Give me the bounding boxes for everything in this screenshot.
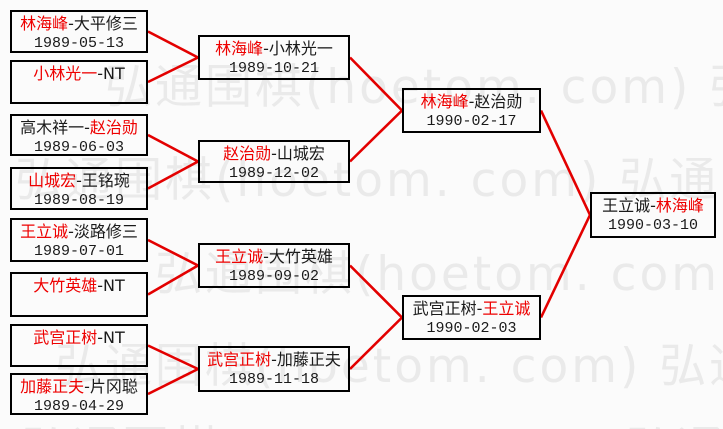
connector-line [349,316,403,370]
match-players: 武宫正树-加藤正夫 [200,350,348,370]
player-name: 武宫正树 [207,350,272,369]
player-name: -大竹英雄 [263,247,333,266]
match-players: 武宫正树-王立诚 [404,299,539,319]
player-name: 林海峰 [20,14,69,33]
connector-line [147,56,199,84]
match-date: 1989-10-21 [228,60,319,77]
connector-line [147,133,199,163]
player-name: -大平修三 [68,14,138,33]
match-date: 1989-04-29 [33,398,124,415]
connector-line [349,109,403,163]
match-box-r1-8: 加藤正夫-片冈聪 1989-04-29 [10,373,148,415]
player-name: 小林光一 [33,64,98,83]
connector-line [147,264,199,296]
match-box-sf-1: 林海峰-赵治勋 1990-02-17 [402,88,541,133]
match-box-sf-2: 武宫正树-王立诚 1990-02-03 [402,295,541,340]
match-players: 林海峰-大平修三 [12,14,146,34]
player-name: 林海峰 [420,92,469,111]
player-name: 大竹英雄 [33,276,98,295]
match-box-r1-4: 山城宏-王铭琬 1989-08-19 [10,167,148,210]
match-box-r2-2: 赵治勋-山城宏 1989-12-02 [198,140,350,183]
match-date: 1989-06-03 [33,139,124,156]
player-name: -淡路修三 [68,222,138,241]
match-box-r2-4: 武宫正树-加藤正夫 1989-11-18 [198,346,350,392]
match-date: 1989-08-19 [33,192,124,209]
player-name: -NT [97,64,125,83]
match-box-r1-6: 大竹英雄-NT [10,272,148,317]
player-name: 加藤正夫 [20,377,85,396]
match-players: 山城宏-王铭琬 [12,171,146,191]
connector-line [539,214,592,319]
watermark-text: 弘通围棋(hoetom. com) 弘通围棋(hoetom. com) [155,247,723,302]
match-players: 赵治勋-山城宏 [200,144,348,164]
match-date: 1989-05-13 [33,35,124,52]
connector-line [147,30,199,59]
match-date: 1989-12-02 [228,165,319,182]
match-box-r2-1: 林海峰-小林光一 1989-10-21 [198,35,350,80]
match-date: 1990-02-03 [426,320,517,337]
player-name: 山城宏 [28,171,77,190]
match-date: 1989-07-01 [33,243,124,260]
player-name: -王铭琬 [76,171,130,190]
match-date [12,296,146,316]
connector-line [349,264,403,319]
watermark-text: 弘通围棋(hoetom. com) 弘通围棋(hoetom. com) [22,410,723,429]
match-players: 高木祥一-赵治勋 [12,118,146,138]
connector-line [147,238,199,267]
match-date [12,348,146,368]
match-players: 武宫正树-NT [12,328,146,348]
player-name: 王立诚- [602,196,656,215]
connector-line [539,109,592,216]
player-name: -加藤正夫 [271,350,341,369]
player-name: -小林光一 [263,39,333,58]
player-name: -NT [97,276,125,295]
match-box-r1-7: 武宫正树-NT [10,324,148,367]
watermark-text: 弘通围棋(hoetom. com) 弘通围棋(hoetom. com) [105,60,723,115]
player-name: -山城宏 [271,144,325,163]
player-name: 赵治勋 [89,118,138,137]
player-name: -片冈聪 [84,377,138,396]
connector-line [147,344,199,371]
connector-line [349,56,403,112]
player-name: -NT [97,328,125,347]
match-box-r2-3: 王立诚-大竹英雄 1989-09-02 [198,243,350,288]
match-date: 1989-09-02 [228,268,319,285]
match-players: 林海峰-赵治勋 [404,92,539,112]
player-name: 王立诚 [482,299,531,318]
connector-line [147,367,199,396]
match-box-r1-2: 小林光一-NT [10,60,148,104]
player-name: 王立诚 [20,222,69,241]
match-date [12,84,146,104]
match-players: 加藤正夫-片冈聪 [12,377,146,397]
match-date: 1990-03-10 [607,217,698,234]
player-name: 武宫正树- [412,299,483,318]
player-name: 王立诚 [215,247,264,266]
match-box-r1-3: 高木祥一-赵治勋 1989-06-03 [10,114,148,156]
match-players: 林海峰-小林光一 [200,39,348,59]
player-name: 林海峰 [655,196,704,215]
watermark-text: 弘通围棋(hoetom. com) 弘通围棋(hoetom. com) [15,153,723,208]
player-name: 武宫正树 [33,328,98,347]
match-date: 1989-11-18 [228,371,319,388]
match-box-r1-1: 林海峰-大平修三 1989-05-13 [10,10,148,53]
player-name: 赵治勋 [223,144,272,163]
match-players: 王立诚-大竹英雄 [200,247,348,267]
match-players: 王立诚-淡路修三 [12,222,146,242]
match-box-final: 王立诚-林海峰 1990-03-10 [590,192,716,238]
match-players: 王立诚-林海峰 [592,196,714,216]
match-players: 小林光一-NT [12,64,146,84]
match-date: 1990-02-17 [426,113,517,130]
player-name: 高木祥一- [20,118,90,137]
match-players: 大竹英雄-NT [12,276,146,296]
player-name: 林海峰 [215,39,264,58]
player-name: -赵治勋 [468,92,523,111]
connector-line [147,160,199,190]
match-box-r1-5: 王立诚-淡路修三 1989-07-01 [10,218,148,262]
